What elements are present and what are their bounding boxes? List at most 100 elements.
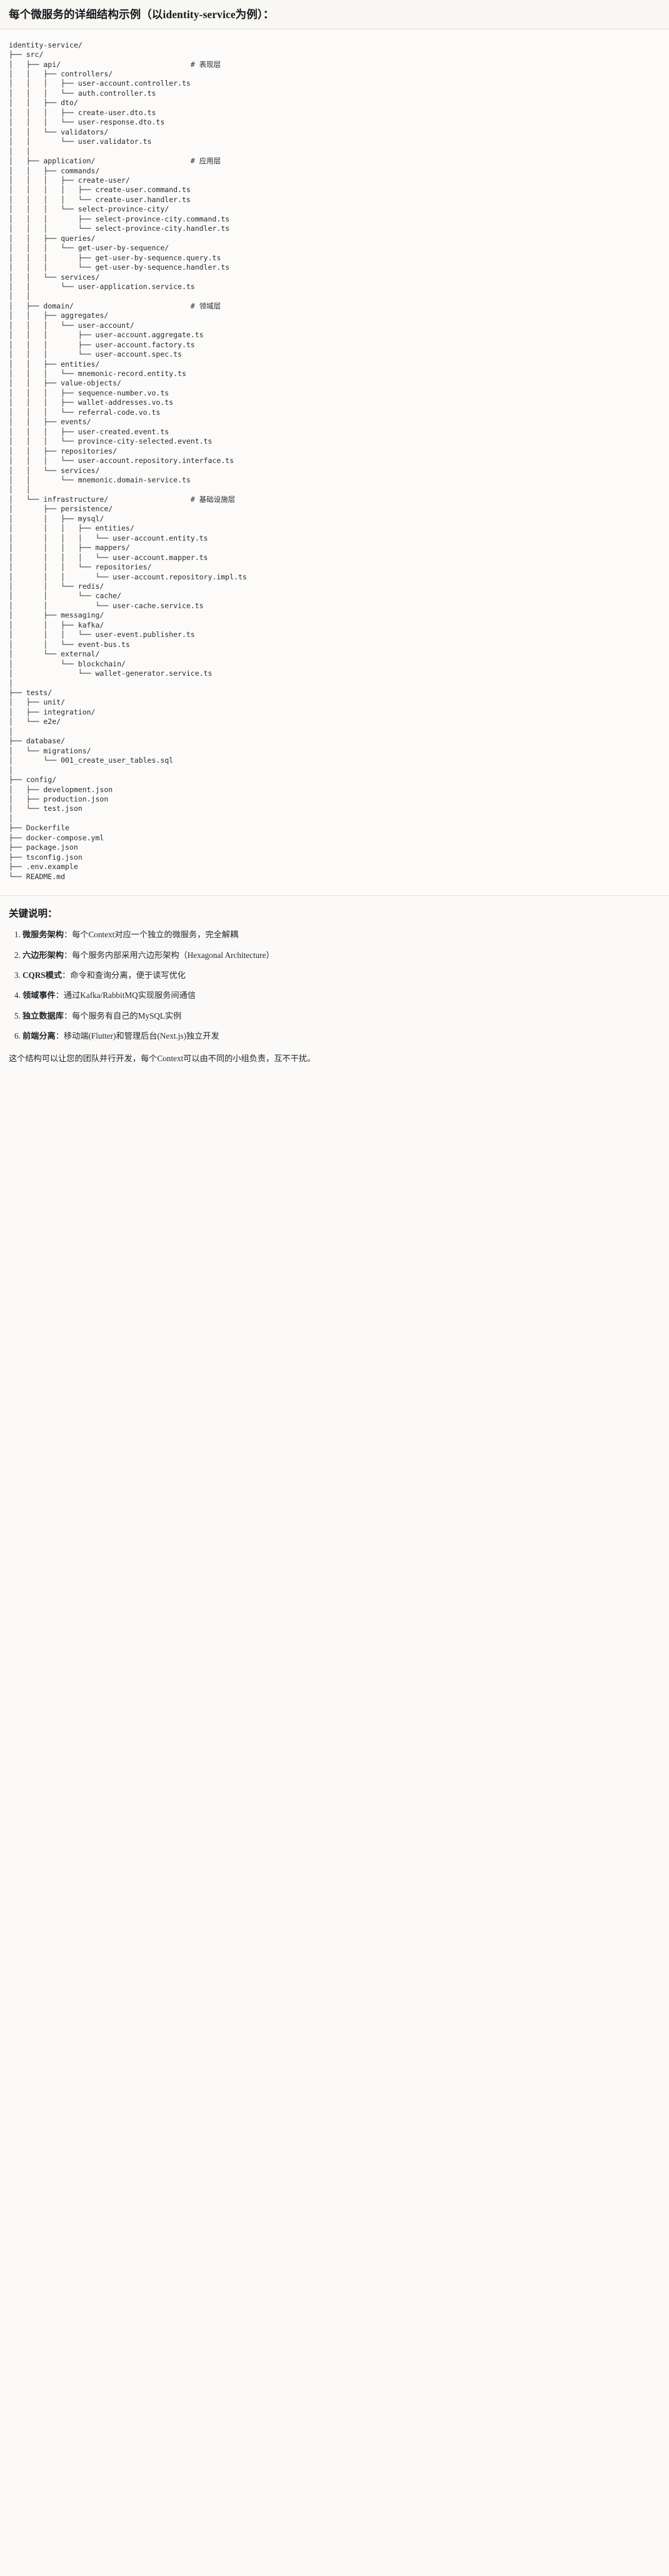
- tree-line: │ │ └── services/: [9, 272, 100, 282]
- tree-line: │ │ │ └── auth.controller.ts: [9, 88, 156, 98]
- tree-line: │ ├── production.json: [9, 794, 109, 803]
- tree-line: │ │ ├── queries/: [9, 233, 96, 243]
- tree-line: │ │: [9, 146, 31, 156]
- tree-line: │ └── 001_create_user_tables.sql: [9, 756, 174, 765]
- tree-line: │ ├── integration/: [9, 707, 96, 716]
- tree-line: │ │ │ └── referral-code.vo.ts: [9, 407, 161, 417]
- tree-line: │ └── infrastructure/ # 基础设施层: [9, 494, 236, 504]
- tree-line: │ │ ├── dto/: [9, 98, 78, 108]
- tree-line: │ │ ├── entities/: [9, 359, 100, 369]
- document-header: 每个微服务的详细结构示例（以identity-service为例）：: [0, 0, 669, 29]
- page-title: 每个微服务的详细结构示例（以identity-service为例）：: [9, 8, 274, 21]
- tree-line: │ │ ├── value-objects/: [9, 379, 122, 388]
- closing-paragraph: 这个结构可以让您的团队并行开发，每个Context可以由不同的小组负责，互不干扰…: [9, 1053, 316, 1063]
- tree-line: │ └── wallet-generator.service.ts: [9, 669, 213, 678]
- key-note-term: 六边形架构: [23, 950, 64, 960]
- tree-line: │ │ │ │ ├── create-user.command.ts: [9, 185, 191, 195]
- tree-line: │ │ │ ├── create-user.dto.ts: [9, 108, 156, 117]
- key-note-desc: ：每个服务有自己的MySQL实例: [63, 1011, 182, 1021]
- key-note-term: 前端分离: [23, 1031, 56, 1041]
- tree-line: │ │ │ ├── select-province-city.command.t…: [9, 214, 230, 223]
- directory-tree-block: identity-service/ ├── src/ │ ├── api/ # …: [0, 29, 669, 897]
- tree-line: │ ├── application/ # 应用层: [9, 156, 221, 166]
- tree-line: │ │ └── mnemonic.domain-service.ts: [9, 476, 191, 485]
- key-notes-list: 微服务架构：每个Context对应一个独立的微服务，完全解耦六边形架构：每个服务…: [9, 929, 660, 1043]
- key-note-desc: ：命令和查询分离，便于读写优化: [62, 970, 186, 980]
- tree-line: │ │ │ ├── entities/: [9, 524, 134, 533]
- tree-line: │ │ │ ├── create-user/: [9, 175, 130, 185]
- tree-line: │ ├── messaging/: [9, 611, 104, 620]
- tree-line: │ │ ├── aggregates/: [9, 311, 109, 320]
- key-note-item: 六边形架构：每个服务内部采用六边形架构（Hexagonal Architectu…: [23, 949, 660, 962]
- tree-line: │ │ ├── kafka/: [9, 620, 104, 629]
- tree-line: │: [9, 678, 13, 688]
- tree-line: │ │ │ ├── user-account.factory.ts: [9, 340, 195, 349]
- tree-line: │ │ └── redis/: [9, 582, 104, 591]
- tree-line: │ └── e2e/: [9, 717, 61, 726]
- tree-line: │ │ │ ├── mappers/: [9, 543, 130, 552]
- key-note-item: 领域事件：通过Kafka/RabbitMQ实现服务间通信: [23, 989, 660, 1002]
- key-note-desc: ：每个Context对应一个独立的微服务，完全解耦: [63, 930, 239, 940]
- tree-line: │ ├── development.json: [9, 785, 113, 794]
- tree-line: │ │ │ │ └── create-user.handler.ts: [9, 195, 191, 204]
- tree-line: │ │ │ ├── user-account.aggregate.ts: [9, 330, 204, 340]
- tree-line: ├── Dockerfile: [9, 823, 69, 833]
- tree-line: │ ├── unit/: [9, 698, 66, 707]
- tree-line: │ │ │ └── get-user-by-sequence.handler.t…: [9, 263, 230, 272]
- tree-line: │ │ │ └── user-account.spec.ts: [9, 350, 182, 359]
- tree-line: │ │: [9, 485, 31, 494]
- tree-line: │ │ │ ├── get-user-by-sequence.query.ts: [9, 253, 221, 262]
- key-note-term: 微服务架构: [23, 930, 64, 940]
- tree-line: │ │ │ ├── user-created.event.ts: [9, 427, 169, 436]
- tree-line: │ └── test.json: [9, 804, 83, 813]
- tree-line: │: [9, 765, 13, 775]
- tree-line: │ │ │ └── user-account.repository.impl.t…: [9, 572, 247, 581]
- tree-line: │ │ │ ├── sequence-number.vo.ts: [9, 388, 169, 397]
- tree-line: │ │ └── event-bus.ts: [9, 639, 130, 649]
- tree-line: │ │ │ └── mnemonic-record.entity.ts: [9, 369, 186, 379]
- tree-line: ├── tests/: [9, 688, 53, 697]
- tree-line: │ ├── persistence/: [9, 504, 113, 514]
- key-note-desc: ：移动端(Flutter)和管理后台(Next.js)独立开发: [55, 1031, 219, 1041]
- key-notes-block: 关键说明： 微服务架构：每个Context对应一个独立的微服务，完全解耦六边形架…: [0, 896, 669, 1071]
- tree-line: │ │ │ │ └── user-account.mapper.ts: [9, 552, 208, 562]
- key-note-term: CQRS模式: [23, 970, 63, 980]
- tree-layer-comment: # 领域层: [190, 301, 221, 310]
- tree-line: │ │ ├── events/: [9, 417, 91, 427]
- tree-line: │ │ │ ├── user-account.controller.ts: [9, 79, 191, 88]
- key-note-term: 领域事件: [23, 990, 56, 1000]
- tree-layer-comment: # 基础设施层: [190, 494, 236, 504]
- tree-line: │ ├── domain/ # 领域层: [9, 301, 221, 310]
- tree-line: │ │ ├── commands/: [9, 166, 100, 175]
- tree-line: ├── package.json: [9, 843, 78, 852]
- tree-layer-comment: # 表现层: [190, 59, 221, 69]
- tree-layer-comment: # 应用层: [190, 156, 221, 166]
- key-note-item: 独立数据库：每个服务有自己的MySQL实例: [23, 1010, 660, 1022]
- tree-line: │ │ │ └── user-account.repository.interf…: [9, 456, 234, 466]
- tree-line: │ │ │ └── user-response.dto.ts: [9, 118, 165, 127]
- tree-line: │ └── blockchain/: [9, 659, 126, 668]
- tree-line: │: [9, 813, 13, 823]
- tree-line: │ │ └── user-application.service.ts: [9, 282, 195, 291]
- key-note-term: 独立数据库: [23, 1011, 64, 1021]
- tree-line: │ ├── api/ # 表现层: [9, 59, 221, 69]
- tree-line: │ │: [9, 292, 31, 301]
- tree-line: └── README.md: [9, 872, 66, 881]
- key-note-desc: ：通过Kafka/RabbitMQ实现服务间通信: [55, 990, 196, 1000]
- tree-line: │ │ │ │ └── user-account.entity.ts: [9, 533, 208, 542]
- tree-line: │ │ │ ├── wallet-addresses.vo.ts: [9, 398, 174, 407]
- tree-line: │ │ │ └── get-user-by-sequence/: [9, 243, 169, 253]
- key-note-desc: ：每个服务内部采用六边形架构（Hexagonal Architecture）: [63, 950, 274, 960]
- tree-line: ├── docker-compose.yml: [9, 833, 104, 842]
- tree-line: │ │ └── validators/: [9, 127, 109, 136]
- tree-line: │ │ └── cache/: [9, 591, 122, 601]
- tree-line: │: [9, 726, 13, 736]
- page-root: 每个微服务的详细结构示例（以identity-service为例）： ident…: [0, 0, 669, 1071]
- tree-line: │ └── external/: [9, 649, 100, 659]
- tree-line: │ │ │ └── user-account/: [9, 320, 134, 330]
- key-note-item: 微服务架构：每个Context对应一个独立的微服务，完全解耦: [23, 929, 660, 941]
- tree-line: identity-service/: [9, 40, 83, 49]
- tree-line: │ │ │ └── user-event.publisher.ts: [9, 630, 195, 639]
- tree-line: │ │ └── user.validator.ts: [9, 137, 152, 146]
- tree-line: │ │ │ └── select-province-city/: [9, 205, 169, 214]
